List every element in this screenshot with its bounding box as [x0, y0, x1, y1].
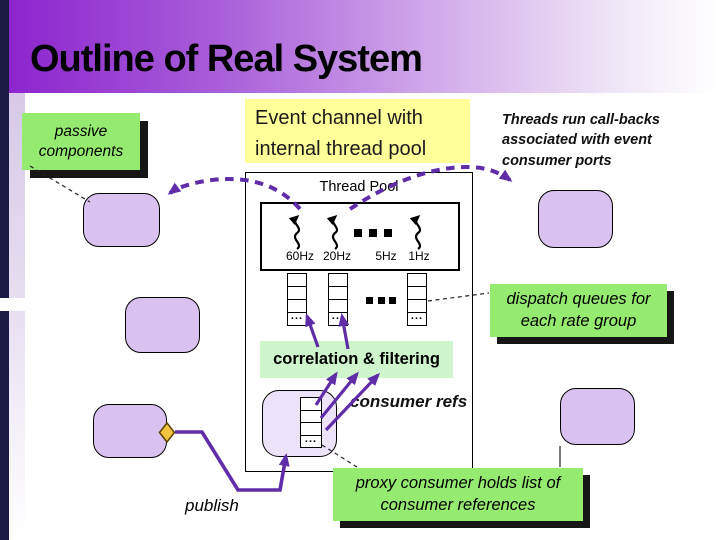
rate-label-20hz: 20Hz: [322, 249, 351, 263]
rate-label-60hz: 60Hz: [285, 249, 314, 263]
callout-line: internal thread pool: [255, 138, 427, 160]
note-line: Threads run call-backs: [502, 112, 660, 128]
rate-label-1hz: 1Hz: [408, 249, 430, 263]
correlation-filtering-box: correlation & filtering: [260, 341, 453, 378]
queue-ellipsis-icon: [366, 297, 401, 304]
queue-cell: [407, 286, 427, 300]
callout-line: components: [38, 142, 124, 160]
queue-cell: [328, 286, 348, 300]
dispatch-queues-callout: dispatch queues for each rate group: [490, 284, 667, 337]
queue-ellipsis: ...: [287, 311, 307, 326]
passive-component-left-top: [83, 193, 160, 247]
queue-ellipsis: ...: [407, 311, 427, 326]
note-line: associated with event: [502, 132, 652, 149]
passive-components-callout: passive components: [22, 113, 140, 170]
consumer-component-right-top: [538, 190, 613, 248]
event-channel-callout: Event channel with internal thread pool: [245, 99, 470, 163]
proxy-consumer-callout: proxy consumer holds list of consumer re…: [333, 468, 583, 521]
dispatch-queue-stack-60hz: ...: [287, 273, 307, 326]
supplier-component-bottom-left: [93, 404, 167, 458]
consumer-refs-label: consumer refs: [350, 392, 468, 411]
consumer-ref-cell: [300, 397, 322, 411]
callout-line: consumer references: [380, 495, 536, 514]
callout-line: each rate group: [520, 311, 637, 330]
slide-title: Outline of Real System: [30, 38, 423, 80]
queue-cell: [287, 286, 307, 300]
passive-component-left-mid: [125, 297, 200, 353]
consumer-ref-list: ...: [300, 397, 322, 448]
publish-label: publish: [185, 496, 239, 515]
callout-line: Event channel with: [255, 107, 423, 129]
consumer-component-bottom-right: [560, 388, 635, 445]
passive-to-component-dashed-line: [29, 165, 91, 203]
rate-label-5hz: 5Hz: [375, 249, 397, 263]
queue-cell: [328, 273, 348, 287]
thread-pool-label: Thread Pool: [319, 179, 399, 195]
callout-line: passive: [54, 122, 108, 140]
callout-line: proxy consumer holds list of: [355, 474, 561, 493]
left-gradient-strip: [9, 93, 25, 540]
thread-pool-ellipsis-icon: [354, 229, 399, 237]
title-band: [9, 0, 720, 93]
note-line: consumer ports: [502, 152, 612, 169]
queue-cell: [287, 273, 307, 287]
threads-note: Threads run call-backs associated with e…: [502, 110, 694, 171]
queue-cell: [407, 273, 427, 287]
consumer-ref-cell: [300, 409, 322, 423]
thread-pool-box: [260, 202, 460, 271]
consumer-ref-ellipsis: ...: [300, 433, 322, 448]
strip-divider: [0, 298, 25, 311]
callout-line: dispatch queues for: [506, 290, 651, 309]
dispatch-queue-stack-20hz: ...: [328, 273, 348, 326]
left-edge-bar: [0, 0, 9, 540]
queue-ellipsis: ...: [328, 311, 348, 326]
dispatch-queue-stack-1hz: ...: [407, 273, 427, 326]
